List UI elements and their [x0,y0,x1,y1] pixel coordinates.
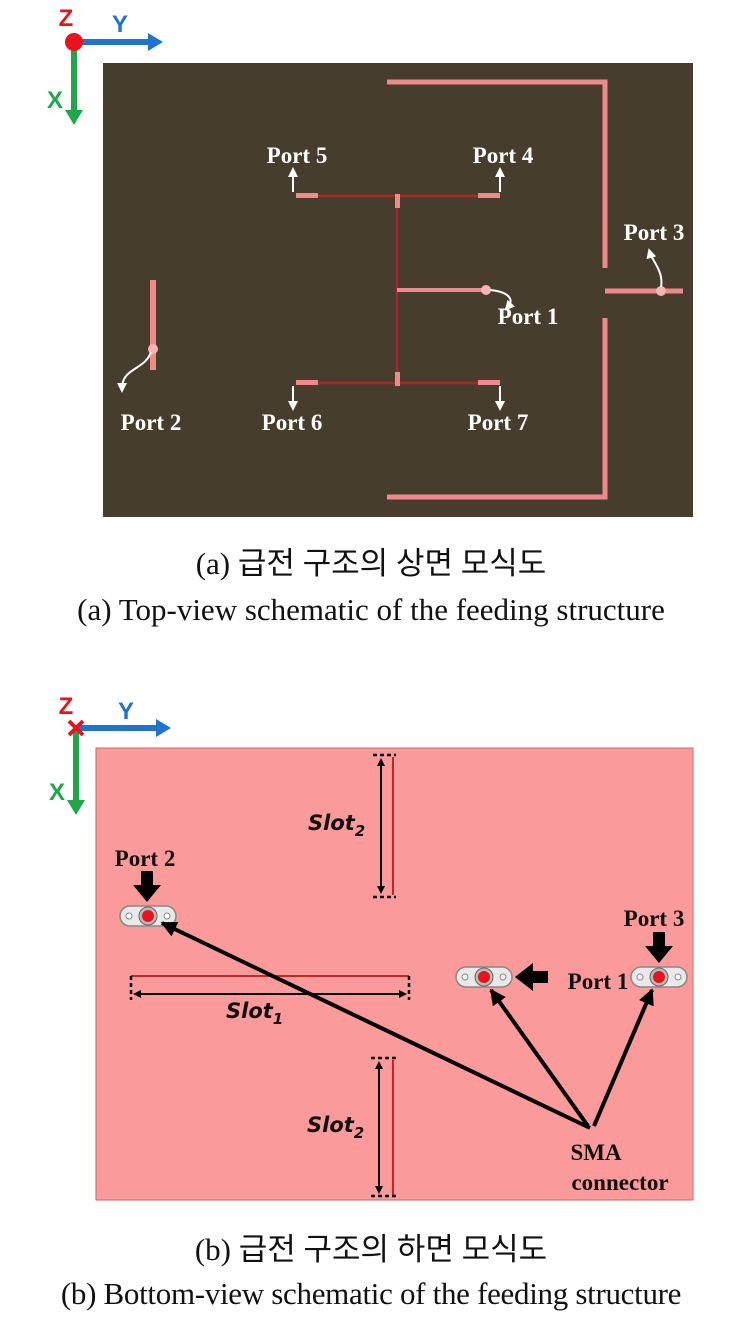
top-x-arrowhead [65,110,83,125]
slot2-lower-label: Slot2 [307,1113,364,1142]
top-port3-label: Port 3 [624,220,685,245]
slot2-upper [373,753,396,899]
bottom-x-arrowhead [67,800,85,815]
bottom-caption-korean: (b) 급전 구조의 하면 모식도 [194,1232,548,1267]
slot2-upper-label: Slot2 [308,811,365,840]
top-port5-label: Port 5 [267,143,328,168]
sma-label-line2: connector [571,1170,668,1195]
top-view-diagram: Z Y X [47,5,693,517]
top-port-arrows [117,167,663,411]
top-y-arrowhead [148,33,163,51]
slot2-lower-subscript: 2 [354,1124,364,1142]
top-z-axis-dot [65,33,83,51]
top-port7-label: Port 7 [468,410,529,435]
bottom-z-cross-icon [67,719,85,737]
outer-feed-line [387,79,683,500]
top-axis-indicator: Z Y X [47,5,163,125]
slot2-lower [371,1056,396,1198]
top-port2-label: Port 2 [121,410,182,435]
sma-label-line1: SMA [570,1140,622,1165]
bottom-port3-label: Port 3 [624,906,685,931]
bottom-port2-label: Port 2 [115,846,176,871]
bottom-caption-english: (b) Bottom-view schematic of the feeding… [60,1276,682,1311]
bottom-axis-indicator: Z Y X [49,693,171,815]
top-caption-english: (a) Top-view schematic of the feeding st… [77,592,665,627]
inner-feed-traces [296,193,500,386]
slot2-lower-base: Slot [307,1113,355,1137]
port3-feed-point [656,286,666,296]
sma-connector-port1 [455,966,513,988]
top-z-label: Z [59,5,74,32]
slot1-subscript: 1 [273,1010,283,1028]
port2-feed-point [148,344,158,354]
top-port6-label: Port 6 [262,410,323,435]
sma-leader-arrows [160,921,654,1130]
top-caption-korean: (a) 급전 구조의 상면 모식도 [195,546,547,581]
port2-indicator-arrow [133,871,161,902]
slot1-base: Slot [226,999,274,1023]
bottom-y-label: Y [118,698,134,725]
port3-indicator-arrow [645,932,673,963]
top-x-label: X [47,87,63,114]
sma-connector-port2 [119,905,177,927]
port1-feed-point [481,285,491,295]
port2-feed-line [150,280,156,370]
slot1-label: Slot1 [226,999,283,1028]
sma-connector-port3 [630,966,688,988]
bottom-port1-label: Port 1 [568,969,629,994]
top-y-label: Y [112,11,128,38]
bottom-y-arrowhead [156,719,171,737]
top-port1-label: Port 1 [498,304,559,329]
slot2-upper-subscript: 2 [355,822,365,840]
bottom-z-label: Z [59,693,74,720]
top-port4-label: Port 4 [473,143,534,168]
bottom-view-diagram: Z Y X Slot2 Slot1 Slot2 [49,693,694,1201]
slot2-upper-base: Slot [308,811,356,835]
bottom-x-label: X [49,779,65,806]
port1-indicator-arrow [515,963,548,991]
